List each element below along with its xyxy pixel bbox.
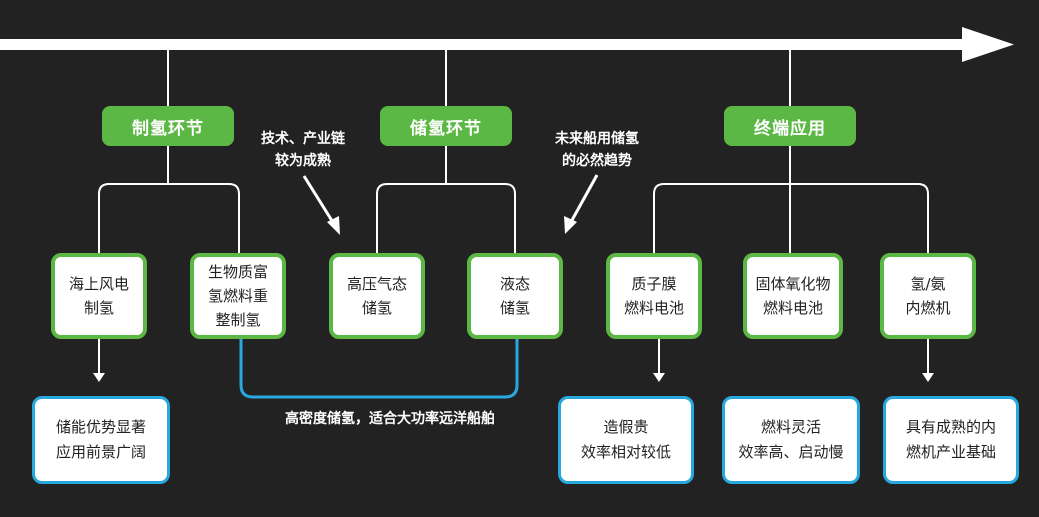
- timeline-bar: [0, 39, 970, 50]
- category-application: 终端应用: [724, 106, 856, 146]
- node-offshore-wind: 海上风电制氢: [51, 253, 147, 339]
- annotation-liquid-note: 高密度储氢，适合大功率远洋船舶: [285, 411, 495, 427]
- note-storage-advantage: 储能优势显著应用前景广阔: [32, 396, 170, 484]
- node-biomass-reforming: 生物质富氢燃料重整制氢: [190, 253, 286, 339]
- category-storage: 储氢环节: [380, 106, 512, 146]
- note-ice-industry: 具有成熟的内燃机产业基础: [883, 396, 1019, 484]
- node-liquid-storage: 液态储氢: [467, 253, 563, 339]
- timeline-arrowhead: [962, 27, 1014, 62]
- node-pem-fuel-cell: 质子膜燃料电池: [606, 253, 702, 339]
- annotation-future-trend: 未来船用储氢 的必然趋势: [555, 131, 639, 169]
- node-high-pressure-gas: 高压气态储氢: [329, 253, 425, 339]
- node-solid-oxide-fuel-cell: 固体氧化物燃料电池: [743, 253, 843, 339]
- note-pem-cost: 造假贵效率相对较低: [558, 396, 694, 484]
- annotation-tech-mature: 技术、产业链 较为成熟: [261, 131, 345, 169]
- node-ice-engine: 氢/氨内燃机: [880, 253, 976, 339]
- note-sofc-flexible: 燃料灵活效率高、启动慢: [722, 396, 860, 484]
- category-production: 制氢环节: [102, 106, 234, 146]
